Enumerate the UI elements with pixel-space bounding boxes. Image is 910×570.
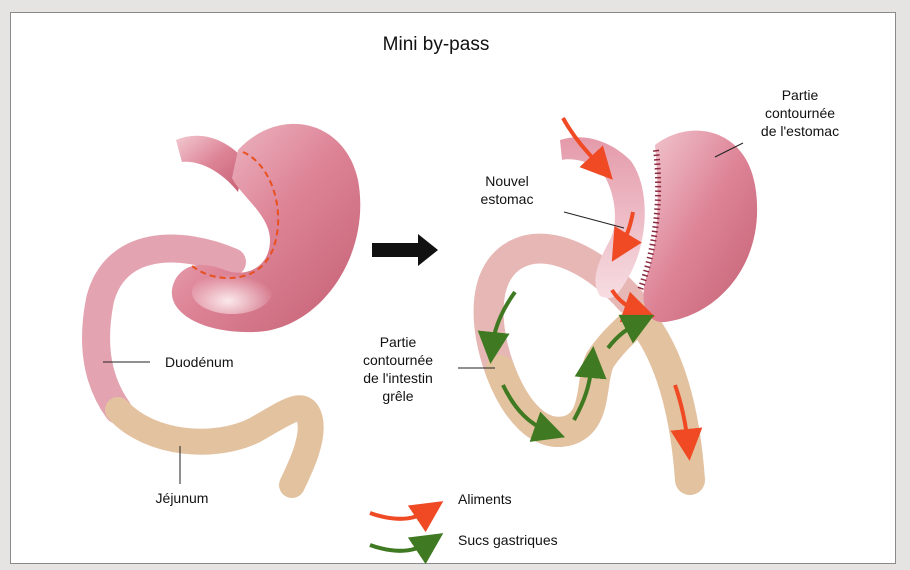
label-bypassed-intestine-line3: de l'intestin — [363, 370, 433, 386]
label-bypassed-intestine-line4: grêle — [382, 388, 413, 404]
esophagus-shape — [176, 136, 245, 192]
jejunum-shape — [118, 408, 311, 485]
label-new-stomach-line2: estomac — [481, 191, 534, 207]
bypassed-stomach-shape — [643, 131, 757, 322]
legend-juice-label: Sucs gastriques — [458, 532, 558, 548]
transition-arrow — [372, 234, 438, 266]
legend-food-arrow-icon — [370, 510, 430, 519]
label-duodenum: Duodénum — [165, 354, 234, 370]
diagram-title: Mini by-pass — [383, 34, 490, 55]
label-bypassed-stomach-line3: de l'estomac — [761, 123, 839, 139]
legend: Aliments Sucs gastriques — [370, 491, 558, 551]
common-limb-shape — [640, 318, 690, 480]
label-bypassed-intestine-line1: Partie — [380, 334, 417, 350]
label-bypassed-stomach-line2: contournée — [765, 105, 835, 121]
label-jejunum: Jéjunum — [156, 490, 209, 506]
legend-food-label: Aliments — [458, 491, 512, 507]
label-new-stomach-line1: Nouvel — [485, 173, 529, 189]
label-bypassed-stomach-line1: Partie — [782, 87, 819, 103]
label-bypassed-intestine-line2: contournée — [363, 352, 433, 368]
legend-juice-arrow-icon — [370, 542, 430, 551]
normal-anatomy — [96, 124, 360, 485]
